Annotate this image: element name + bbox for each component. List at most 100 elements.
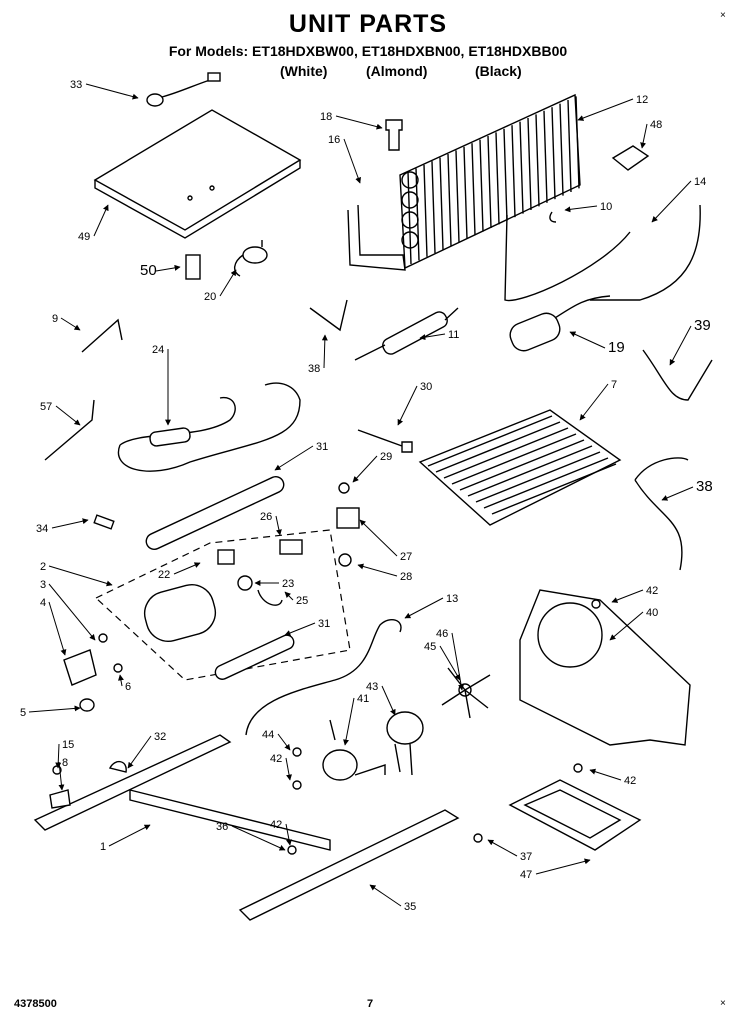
part-14-tubing	[504, 204, 701, 302]
callout-18: 18	[320, 111, 332, 123]
part-41-motor-bracket	[322, 719, 386, 781]
condenser-fin	[455, 150, 460, 243]
callout-34: 34	[36, 523, 48, 535]
part-25-wire	[257, 589, 283, 606]
condenser-fin	[495, 132, 500, 225]
condenser-fin	[551, 107, 556, 200]
callout-leader-42	[285, 757, 292, 781]
part-13-tube	[245, 618, 402, 736]
part-9-tube	[81, 318, 123, 353]
evaporator-tube	[483, 457, 609, 509]
part-4-bracket	[63, 649, 97, 686]
part-8-clip	[49, 789, 71, 809]
part-42-screw-d	[573, 763, 583, 773]
condenser-fin	[431, 161, 436, 254]
callout-leader-31	[274, 445, 314, 471]
callout-leader-42	[611, 589, 644, 603]
callout-leader-50	[155, 264, 181, 272]
part-29-screw	[338, 482, 350, 494]
condenser-fin	[543, 110, 548, 203]
part-43-fan-motor	[386, 711, 424, 776]
callout-6: 6	[125, 681, 131, 693]
part-38-tube-left	[309, 299, 348, 332]
part-50-tube	[185, 254, 201, 280]
callout-39: 39	[694, 317, 711, 334]
condenser-fin	[511, 125, 516, 218]
condenser-fin	[439, 157, 444, 250]
part-7-evaporator	[418, 409, 622, 526]
callout-24: 24	[152, 344, 164, 356]
callout-leader-4	[48, 601, 67, 656]
callout-41: 41	[357, 693, 369, 705]
condenser-fin	[423, 164, 428, 257]
callout-leader-1	[108, 824, 151, 847]
callout-40: 40	[646, 607, 658, 619]
callout-25: 25	[296, 595, 308, 607]
evaporator-tube	[467, 445, 593, 497]
callout-5: 5	[20, 707, 26, 719]
callout-leader-22	[173, 562, 201, 575]
corner-mark-bottom: ×	[720, 998, 726, 1009]
callout-22: 22	[158, 569, 170, 581]
compressor-group-outline	[95, 529, 351, 681]
evaporator-tube	[459, 439, 585, 491]
part-33-harness	[146, 72, 221, 107]
callout-leader-31	[284, 622, 316, 636]
condenser-fin	[471, 143, 476, 236]
part-32-clip	[108, 761, 127, 773]
callout-leader-46	[451, 632, 465, 691]
part-47-drain-pan	[508, 779, 642, 851]
callout-13: 13	[446, 593, 458, 605]
condenser-fin	[527, 117, 532, 211]
condenser-fin	[559, 103, 564, 196]
part-5-grommet	[79, 698, 95, 712]
callout-2: 2	[40, 561, 46, 573]
callout-28: 28	[400, 571, 412, 583]
condenser-fin	[487, 135, 492, 229]
part-44-screw	[292, 747, 302, 757]
part-27-relay	[336, 507, 360, 529]
callout-33: 33	[70, 79, 82, 91]
part-12-condenser	[399, 93, 581, 270]
part-42-screw-c	[591, 599, 601, 609]
callout-leader-15	[55, 743, 62, 769]
callout-42: 42	[270, 819, 282, 831]
callout-leader-39	[669, 325, 692, 366]
part-3-grommet	[98, 633, 108, 643]
callout-leader-10	[564, 205, 598, 213]
callout-49: 49	[78, 231, 90, 243]
callout-42: 42	[270, 753, 282, 765]
callout-44: 44	[262, 729, 274, 741]
callout-31: 31	[318, 618, 330, 630]
part-45-fan-blade	[441, 667, 491, 719]
callout-9: 9	[52, 313, 58, 325]
part-34-screw	[93, 514, 115, 530]
callout-leader-44	[277, 733, 291, 751]
callout-leader-41	[343, 697, 355, 746]
evaporator-tube	[451, 433, 577, 485]
callout-leader-29	[352, 455, 378, 483]
color-black: (Black)	[475, 63, 522, 79]
document-number: 4378500	[14, 998, 57, 1010]
condenser-fin	[479, 139, 484, 232]
callout-leader-33	[85, 83, 139, 100]
callout-23: 23	[282, 578, 294, 590]
part-39-tube	[642, 349, 713, 401]
condenser-fin	[447, 153, 452, 247]
callout-leader-11	[419, 333, 446, 341]
callout-leader-30	[397, 385, 418, 426]
part-23-overload	[237, 575, 253, 591]
part-1-base-rail	[33, 734, 331, 851]
color-almond: (Almond)	[366, 63, 428, 79]
condenser-fin	[535, 114, 540, 207]
callout-leader-8	[58, 761, 65, 791]
callout-leader-48	[640, 123, 648, 149]
part-2-compressor	[143, 584, 217, 642]
callout-36: 36	[216, 821, 228, 833]
callout-leader-18	[335, 115, 383, 130]
callout-20: 20	[204, 291, 216, 303]
part-19-drier	[509, 295, 611, 352]
callout-leader-14	[651, 180, 692, 223]
callout-14: 14	[694, 176, 706, 188]
